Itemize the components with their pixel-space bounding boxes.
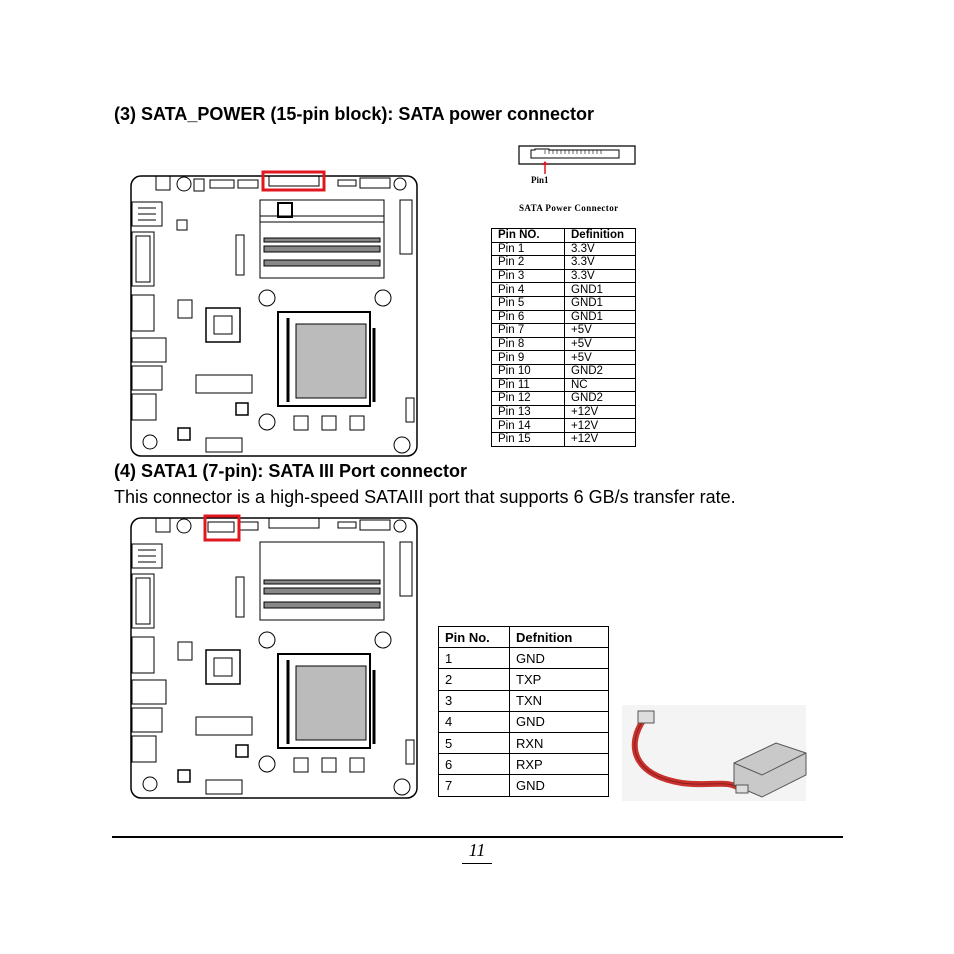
definition-cell: GND [509, 711, 609, 733]
section3-heading: (3) SATA_POWER (15-pin block): SATA powe… [114, 104, 595, 124]
pin-cell: Pin 15 [491, 432, 565, 447]
table-row: Pin 8+5V [491, 337, 636, 352]
footer-divider [112, 836, 843, 838]
definition-cell: 3.3V [564, 255, 636, 270]
definition-cell: NC [564, 378, 636, 393]
definition-cell: RXN [509, 732, 609, 755]
table-header-pin: Pin No. [438, 626, 510, 649]
definition-cell: +12V [564, 418, 636, 433]
definition-cell: GND1 [564, 282, 636, 297]
table-header-definition: Defnition [509, 626, 609, 649]
table-header-definition: Definition [564, 228, 636, 243]
definition-cell: 3.3V [564, 242, 636, 257]
definition-cell: +5V [564, 350, 636, 365]
pin-cell: Pin 9 [491, 350, 565, 365]
pin-cell: Pin 4 [491, 282, 565, 297]
section4-description: This connector is a high-speed SATAIII p… [114, 487, 736, 507]
table-row: Pin 14+12V [491, 418, 636, 433]
pin-cell: Pin 6 [491, 310, 565, 325]
motherboard-diagram-2 [130, 514, 418, 799]
definition-cell: +12V [564, 432, 636, 447]
pin-cell: 4 [438, 711, 510, 733]
pin-cell: Pin 12 [491, 391, 565, 406]
pin-cell: 3 [438, 690, 510, 712]
table-header-row: Pin NO. Definition [491, 228, 636, 243]
pin-cell: Pin 14 [491, 418, 565, 433]
definition-cell: GND [509, 774, 609, 797]
pin-cell: Pin 1 [491, 242, 565, 257]
definition-cell: +5V [564, 323, 636, 338]
table-header-pin: Pin NO. [491, 228, 565, 243]
definition-cell: GND2 [564, 364, 636, 379]
pin-cell: Pin 2 [491, 255, 565, 270]
pin-cell: 2 [438, 668, 510, 691]
pin-cell: 1 [438, 647, 510, 670]
pin-cell: Pin 13 [491, 405, 565, 420]
definition-cell: GND1 [564, 296, 636, 311]
pin-cell: Pin 7 [491, 323, 565, 338]
pin-cell: Pin 8 [491, 337, 565, 352]
definition-cell: RXP [509, 753, 609, 776]
sata-power-connector-drawing [518, 145, 636, 174]
pin1-label: Pin1 [531, 175, 549, 185]
definition-cell: TXP [509, 668, 609, 691]
sata-cable-illustration [622, 705, 807, 801]
table-row: Pin 15+12V [491, 432, 636, 447]
section4-heading: (4) SATA1 (7-pin): SATA III Port connect… [114, 461, 467, 481]
pin-cell: Pin 5 [491, 296, 565, 311]
table-row: Pin 7+5V [491, 323, 636, 338]
definition-cell: +5V [564, 337, 636, 352]
table-row: Pin 9+5V [491, 350, 636, 365]
definition-cell: GND2 [564, 391, 636, 406]
table-header-row: Pin No. Defnition [438, 626, 609, 649]
table-row: Pin 13+12V [491, 405, 636, 420]
pin-cell: Pin 10 [491, 364, 565, 379]
definition-cell: GND [509, 647, 609, 670]
pin-cell: 7 [438, 774, 510, 797]
sata-power-connector-caption: SATA Power Connector [519, 203, 619, 213]
pin-cell: Pin 3 [491, 269, 565, 284]
pin-cell: 6 [438, 753, 510, 776]
pin-cell: 5 [438, 732, 510, 755]
page-number: 11 [462, 840, 492, 864]
definition-cell: 3.3V [564, 269, 636, 284]
pin-cell: Pin 11 [491, 378, 565, 393]
definition-cell: GND1 [564, 310, 636, 325]
definition-cell: +12V [564, 405, 636, 420]
motherboard-diagram-1 [130, 170, 418, 457]
definition-cell: TXN [509, 690, 609, 712]
